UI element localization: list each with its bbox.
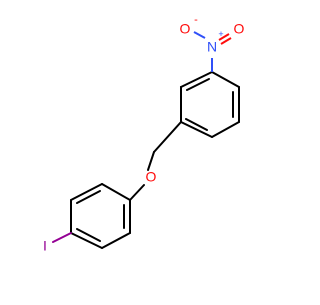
- bond: [70, 183, 103, 201]
- double-bond-inner: [186, 78, 210, 91]
- ether-oxygen-label: O: [146, 169, 157, 185]
- iodine-label: I: [43, 238, 47, 254]
- double-bond-inner: [76, 190, 101, 204]
- bond-n-o-side: [218, 33, 230, 41]
- oxygen-top-charge: -: [194, 14, 198, 26]
- double-bond-inner: [76, 228, 101, 242]
- bond-c-i: [52, 232, 72, 243]
- benzyl-ether-linker: [129, 121, 182, 201]
- bond-n-o-top: [193, 31, 206, 39]
- double-bond-inner: [185, 118, 208, 131]
- nitro-group: N + O - O: [180, 14, 245, 72]
- bond: [180, 71, 213, 88]
- iodophenyl-ring: [70, 183, 131, 249]
- bond: [101, 183, 131, 201]
- nitrogen-label: N: [207, 39, 217, 55]
- bond-ch2-o: [147, 151, 155, 171]
- bond-n-o-side-double: [220, 37, 232, 45]
- nitrophenyl-ring: [180, 71, 240, 138]
- bond: [70, 232, 103, 249]
- oxygen-side-label: O: [234, 21, 245, 37]
- bond: [211, 71, 240, 88]
- bond: [101, 232, 131, 249]
- bond-ring-ch2: [153, 121, 182, 153]
- oxygen-top-label: O: [180, 21, 191, 37]
- bond-o-ring: [129, 184, 145, 201]
- bond: [211, 121, 240, 138]
- molecule-structure: N + O - O O I: [43, 14, 245, 254]
- molecule-canvas: N + O - O O I: [43, 14, 245, 254]
- nitrogen-charge: +: [218, 29, 223, 39]
- bond: [180, 121, 213, 138]
